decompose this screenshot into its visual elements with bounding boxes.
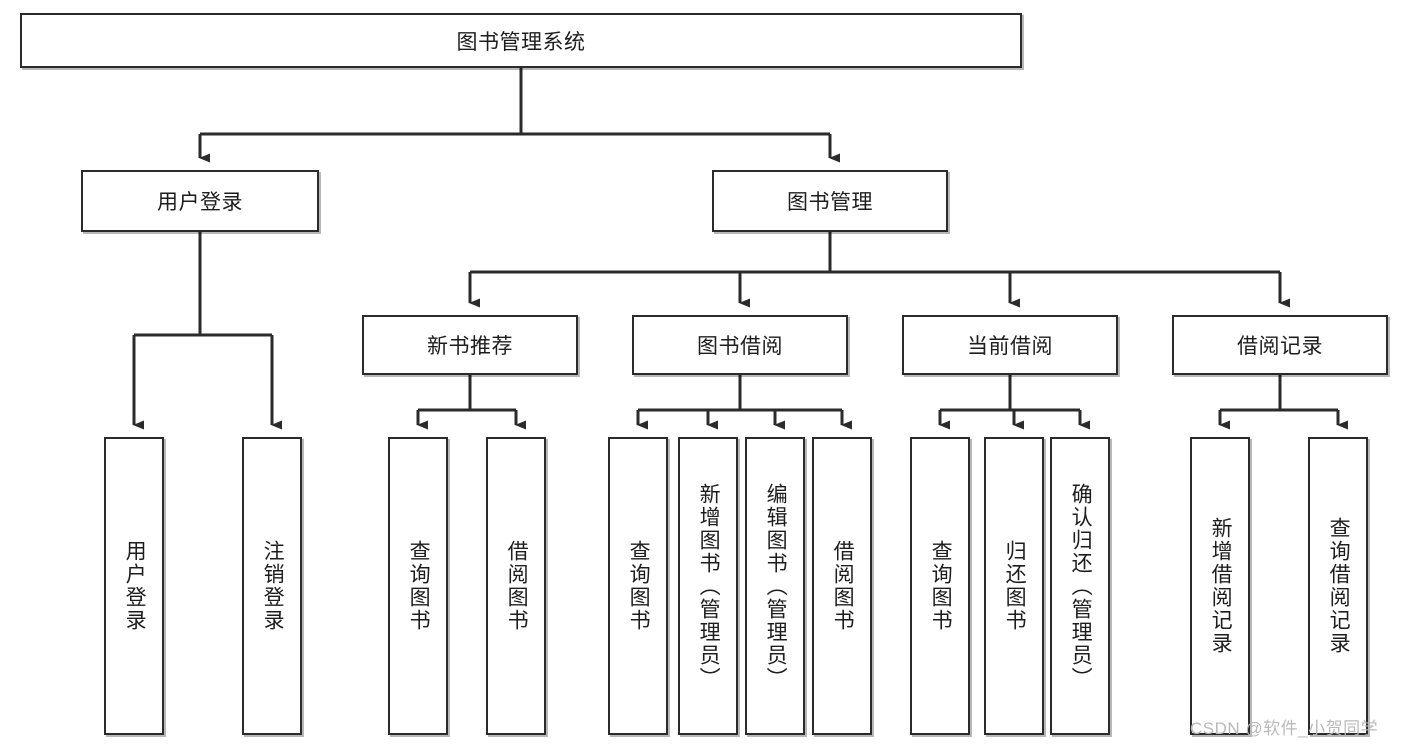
node-leaf-cu-q[interactable]: 查询图书 — [910, 437, 970, 735]
node-leaf-nb-b[interactable]: 借阅图书 — [486, 437, 546, 735]
node-label: 图书借阅 — [697, 335, 783, 358]
node-leaf-rc-q[interactable]: 查询借阅记录 — [1308, 437, 1368, 735]
watermark: CSDN @软件_小贺同学 — [1190, 719, 1379, 738]
node-label: 用户登录 — [157, 191, 243, 214]
node-leaf-cu-c[interactable]: 确认归还（管理员） — [1050, 437, 1110, 735]
node-newbook[interactable]: 新书推荐 — [362, 315, 578, 375]
node-leaf-bw-ed[interactable]: 编辑图书（管理员） — [745, 437, 805, 735]
node-records[interactable]: 借阅记录 — [1172, 315, 1388, 375]
node-label: 当前借阅 — [967, 335, 1053, 358]
node-label: 查询图书 — [407, 540, 431, 632]
node-label: 新书推荐 — [427, 335, 513, 358]
node-label: 查询借阅记录 — [1327, 517, 1351, 655]
node-leaf-login[interactable]: 用户登录 — [104, 437, 164, 735]
tree-edges — [132, 68, 1348, 430]
node-label: 借阅图书 — [505, 540, 529, 632]
node-borrow[interactable]: 图书借阅 — [632, 315, 848, 375]
node-label: 新增图书（管理员） — [697, 482, 721, 690]
node-label: 确认归还（管理员） — [1069, 482, 1093, 690]
node-leaf-rc-add[interactable]: 新增借阅记录 — [1190, 437, 1250, 735]
node-label: 注销登录 — [261, 540, 285, 632]
node-label: 新增借阅记录 — [1209, 517, 1233, 655]
node-root[interactable]: 图书管理系统 — [20, 13, 1022, 68]
node-label: 借阅图书 — [831, 540, 855, 632]
node-leaf-bw-q[interactable]: 查询图书 — [608, 437, 668, 735]
node-label: 查询图书 — [929, 540, 953, 632]
node-label: 查询图书 — [627, 540, 651, 632]
node-label: 归还图书 — [1003, 540, 1027, 632]
node-label: 编辑图书（管理员） — [764, 482, 788, 690]
node-label: 用户登录 — [123, 540, 147, 632]
node-leaf-cu-r[interactable]: 归还图书 — [984, 437, 1044, 735]
node-leaf-bw-add[interactable]: 新增图书（管理员） — [678, 437, 738, 735]
node-leaf-nb-q[interactable]: 查询图书 — [388, 437, 448, 735]
node-current[interactable]: 当前借阅 — [902, 315, 1118, 375]
node-leaf-logout[interactable]: 注销登录 — [242, 437, 302, 735]
node-label: 图书管理系统 — [456, 30, 586, 54]
node-leaf-bw-brw[interactable]: 借阅图书 — [812, 437, 872, 735]
node-label: 借阅记录 — [1237, 335, 1323, 358]
node-label: 图书管理 — [787, 191, 873, 214]
node-login[interactable]: 用户登录 — [81, 170, 319, 232]
node-bookmgr[interactable]: 图书管理 — [712, 170, 948, 232]
